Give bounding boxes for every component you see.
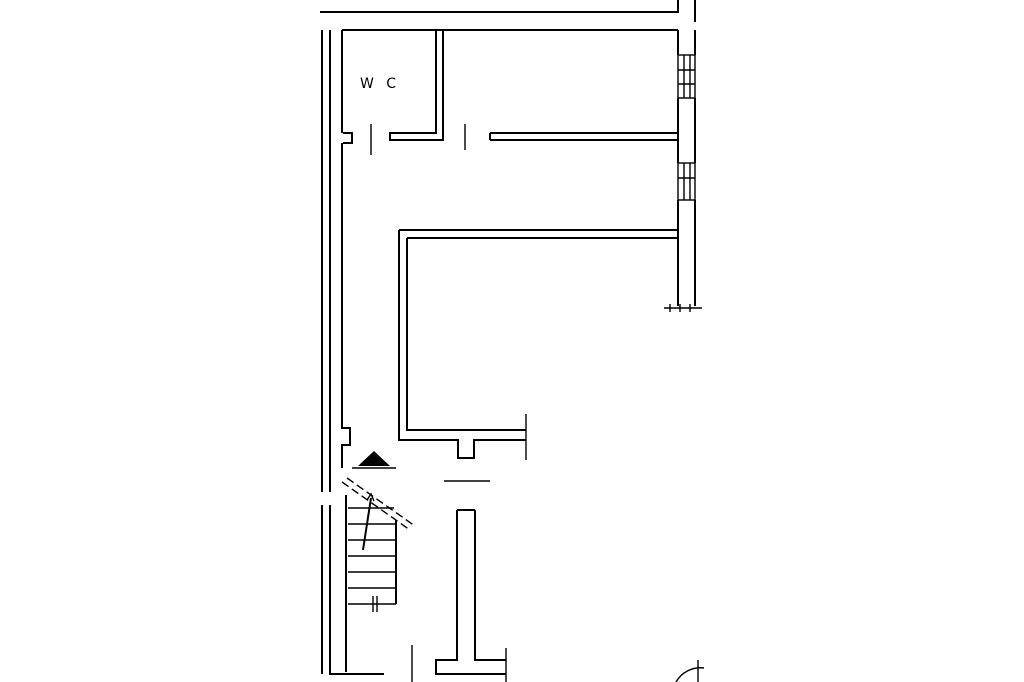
entrance-arrow-icon [352,451,396,469]
large-room-wall [398,229,678,460]
central-column [435,509,507,682]
stair-direction-arrow-icon [362,492,375,551]
left-outer-wall [321,30,384,675]
staircase [341,477,416,672]
window-upper [677,54,696,99]
room-label-wc: W C [360,76,401,92]
corridor-inner-wall [341,29,678,468]
right-wall [664,30,702,312]
upper-room-wall [489,132,678,141]
door-swing-arc [675,660,705,682]
window-lower [677,162,696,201]
top-outer-wall [320,0,696,22]
wc-partition [370,30,466,155]
